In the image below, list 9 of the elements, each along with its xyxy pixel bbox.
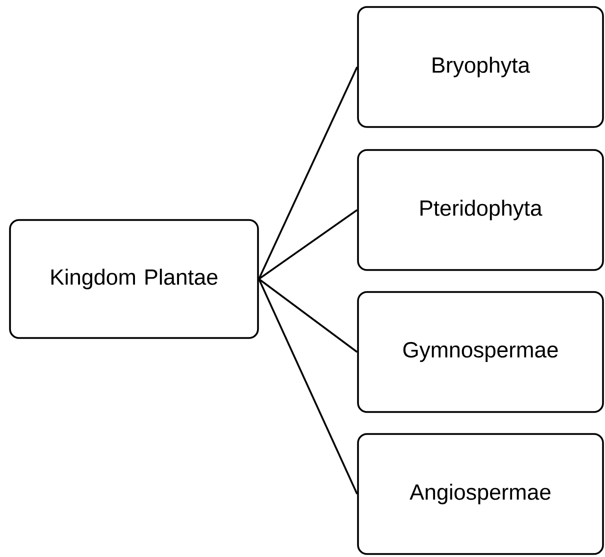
text-box: Gymnospermae: [357, 291, 604, 413]
text-box: Bryophyta: [357, 6, 604, 128]
text-box: Pteridophyta: [357, 149, 604, 271]
text-box: Angiospermae: [357, 433, 604, 555]
connector-line: [258, 66, 358, 280]
connector-line: [258, 278, 358, 494]
connector-line: [258, 278, 358, 353]
connector-line: [258, 209, 358, 280]
text-box: Kingdom Plantae: [9, 219, 259, 339]
